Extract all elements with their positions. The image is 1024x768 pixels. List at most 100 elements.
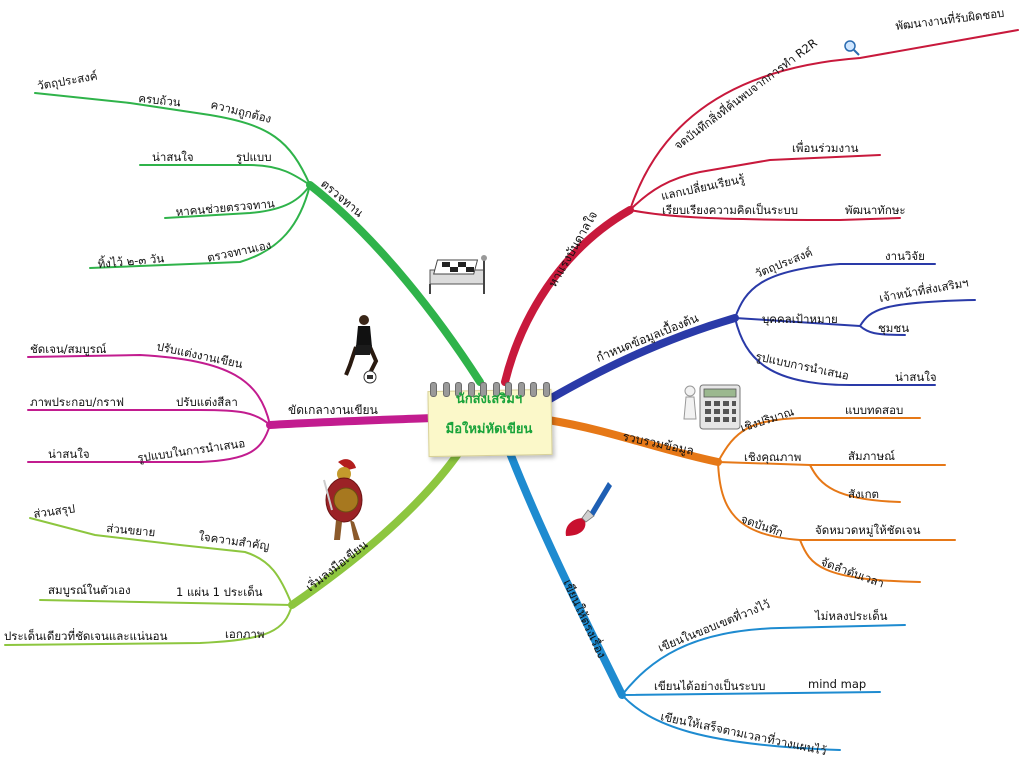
branch-collect-link-2b <box>809 464 901 503</box>
branch-inspire-link-1 <box>629 29 1019 211</box>
review-c4-sub: ทิ้งไว้ ๒-๓ วัน <box>97 250 165 271</box>
branch-start-trunk <box>288 444 466 609</box>
branch-define-link-2 <box>734 317 861 327</box>
branch-inspire <box>501 29 1019 386</box>
define-c3-sub: น่าสนใจ <box>895 370 937 384</box>
branch-polish-link-2 <box>27 409 271 426</box>
branch-start-link-1 <box>29 517 293 606</box>
branch-start <box>4 444 466 646</box>
branch-review-link-3 <box>164 184 311 219</box>
branch-polish <box>27 353 436 463</box>
search-magnifier-icon <box>844 40 860 56</box>
start-c1-sub: ส่วนขยาย <box>106 521 156 539</box>
review-c2-sub: น่าสนใจ <box>152 150 194 164</box>
collect-c1-label: เชิงปริมาณ <box>739 404 796 435</box>
branch-review-link-2 <box>139 164 311 186</box>
calculator-icon <box>683 384 741 430</box>
branch-define-link-1 <box>734 263 936 319</box>
branch-start-link-2 <box>39 599 293 606</box>
define-c1-sub: งานวิจัย <box>885 249 925 263</box>
central-topic-line-1: นักส่งเสริมฯ <box>455 392 523 407</box>
inspire-c1-label: จดบันทึกสิ่งที่ค้นพบจากการทำ R2R <box>671 35 820 152</box>
collect-c3-sub2: จัดลำดับเวลา <box>819 555 886 591</box>
central-topic: นักส่งเสริมฯ มือใหม่หัดเขียน <box>424 380 554 460</box>
start-c2-sub: สมบูรณ์ในตัวเอง <box>48 583 131 597</box>
bed-icon <box>429 255 487 294</box>
spiral-binding <box>430 382 550 397</box>
inspire-c1-sub: พัฒนางานที่รับผิดชอบ <box>895 5 1006 33</box>
branch-write-link-3 <box>621 694 841 751</box>
branch-polish-link-1 <box>27 353 271 426</box>
branch-write <box>504 444 906 751</box>
branch-define-link-3 <box>734 317 936 386</box>
inspire-c2-sub: เพื่อนร่วมงาน <box>792 140 859 155</box>
branch-polish-link-3 <box>27 424 271 463</box>
spartan-warrior-icon <box>323 459 363 540</box>
define-c2-sub2: ชุมชน <box>878 321 909 335</box>
branch-review-link-4 <box>89 184 311 269</box>
collect-c3-label: จดบันทึก <box>739 512 785 540</box>
branch-collect-link-3b <box>799 539 921 583</box>
start-c1-label: ใจความสำคัญ <box>198 529 271 553</box>
review-c2-label: รูปแบบ <box>236 150 272 164</box>
define-c3-label: รูปแบบการนำเสนอ <box>754 349 850 382</box>
collect-label: รวบรวมข้อมูล <box>621 429 695 459</box>
polish-c3-label: รูปแบบในการนำเสนอ <box>136 436 246 465</box>
define-c1-label: วัตถุประสงค์ <box>753 245 815 281</box>
branch-write-link-2 <box>621 691 881 696</box>
inspire-label: หาแรงบันดาลใจ <box>545 209 600 290</box>
branch-collect-link-2 <box>717 461 811 466</box>
branch-collect <box>544 416 956 583</box>
review-c4-label: ตรวจทานเอง <box>206 238 273 265</box>
polish-c2-label: ปรับแต่งสีลา <box>176 395 238 409</box>
polish-c1-label: ปรับแต่งงานเขียน <box>155 339 244 371</box>
write-c2-label: เขียนได้อย่างเป็นระบบ <box>654 678 765 693</box>
collect-c2-sub1: สัมภาษณ์ <box>848 449 895 463</box>
soccer-player-icon <box>344 315 379 384</box>
write-label: เขียนให้ตรงเรื่อง <box>560 577 610 661</box>
branch-inspire-link-2 <box>629 154 881 211</box>
branch-collect-trunk <box>544 416 722 466</box>
write-c2-sub: mind map <box>808 677 866 691</box>
write-c3-label: เขียนให้เสร็จตามเวลาที่วางแผนไว้ <box>659 708 828 758</box>
branch-define-link-2b <box>859 325 906 336</box>
branch-define <box>544 263 976 404</box>
branch-collect-link-3 <box>717 461 801 541</box>
polish-c2-sub: ภาพประกอบ/กราฟ <box>30 395 124 409</box>
review-c1-subsub: วัตถุประสงค์ <box>36 69 98 93</box>
start-c3-label: เอกภาพ <box>225 627 264 641</box>
collect-c2-label: เชิงคุณภาพ <box>744 450 801 464</box>
collect-c1-sub: แบบทดสอบ <box>845 403 903 417</box>
paintbrush-icon <box>565 482 612 536</box>
start-label: เริ่มลงมือเขียน <box>302 536 370 594</box>
start-c3-sub: ประเด็นเดียวที่ชัดเจนและแน่นอน <box>4 628 168 643</box>
branch-polish-trunk <box>266 414 436 429</box>
branch-define-link-2a <box>859 299 976 327</box>
inspire-c3-label: เรียบเรียงความคิดเป็นระบบ <box>662 202 798 217</box>
branch-inspire-link-3 <box>629 209 901 222</box>
polish-c1-sub: ชัดเจน/สมบูรณ์ <box>30 342 107 356</box>
review-c1-sub: ครบถ้วน <box>138 91 182 109</box>
write-c1-label: เขียนในขอบเขตที่วางไว้ <box>656 596 772 655</box>
collect-c3-sub1: จัดหมวดหมู่ให้ชัดเจน <box>815 523 921 537</box>
branch-write-trunk <box>504 444 626 699</box>
review-c3-label: หาคนช่วยตรวจทาน <box>175 196 275 219</box>
branch-review-link-1 <box>34 92 311 186</box>
inspire-c3-sub: พัฒนาทักษะ <box>845 203 906 217</box>
central-topic-line-2: มือใหม่หัดเขียน <box>445 422 533 437</box>
branch-start-link-3 <box>4 604 293 646</box>
polish-label: ขัดเกลางานเขียน <box>288 403 378 417</box>
inspire-c2-label: แลกเปลี่ยนเรียนรู้ <box>660 171 746 203</box>
start-c2-label: 1 แผ่น 1 ประเด็น <box>176 584 263 599</box>
branch-collect-link-1 <box>717 417 921 463</box>
collect-c2-sub2: สังเกต <box>848 487 879 501</box>
branch-write-link-1 <box>621 624 906 696</box>
define-c2-label: บุคคลเป้าหมาย <box>762 312 838 326</box>
start-c1-subsub: ส่วนสรุป <box>32 501 75 521</box>
write-c1-sub: ไม่หลงประเด็น <box>814 608 888 623</box>
branch-inspire-trunk <box>501 206 634 386</box>
branch-review-trunk <box>306 181 484 386</box>
branch-review <box>34 92 484 386</box>
polish-c3-sub: น่าสนใจ <box>48 447 90 461</box>
